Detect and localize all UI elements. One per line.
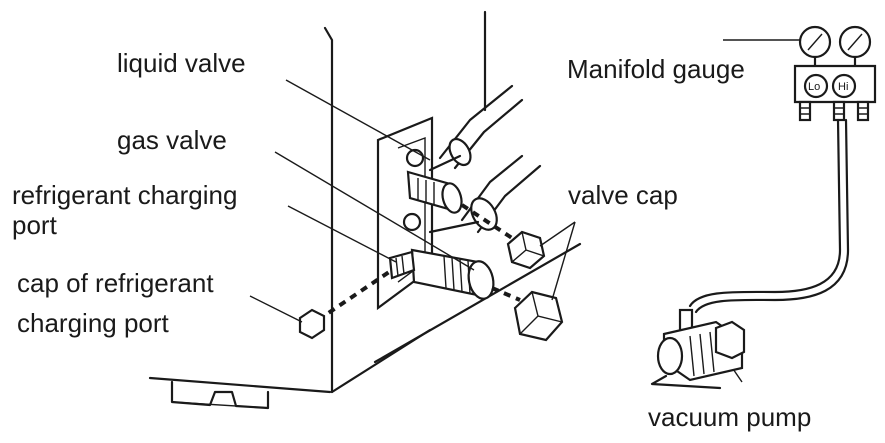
charging-port [388, 250, 416, 280]
outdoor-unit [148, 10, 582, 410]
gauge-lo-label: Lo [808, 81, 820, 93]
gas-valve-label: gas valve [117, 125, 227, 155]
cap-label-line1: cap of refrigerant [17, 268, 214, 298]
charging-port-label-line2: port [12, 210, 57, 240]
liquid-valve-cap [506, 230, 546, 270]
charging-hose [688, 118, 850, 314]
manifold-gauge-label: Manifold gauge [567, 54, 745, 84]
refrigerant-pipes [428, 84, 542, 234]
gas-valve-cap [513, 290, 564, 342]
charging-port-label-line1: refrigerant charging [12, 180, 238, 210]
liquid-valve-body [405, 148, 463, 214]
cap-label-line2: charging port [17, 308, 169, 338]
manifold-gauge: Lo Hi [793, 25, 877, 122]
liquid-valve-label: liquid valve [117, 48, 246, 78]
connection-dashes [316, 203, 521, 322]
charging-port-cap [298, 308, 326, 340]
vacuum-pump-label: vacuum pump [648, 402, 812, 432]
valve-cap-label: valve cap [568, 180, 678, 210]
gas-valve-body [402, 212, 495, 300]
gauge-hi-label: Hi [838, 81, 848, 93]
vacuum-pump [650, 308, 746, 390]
